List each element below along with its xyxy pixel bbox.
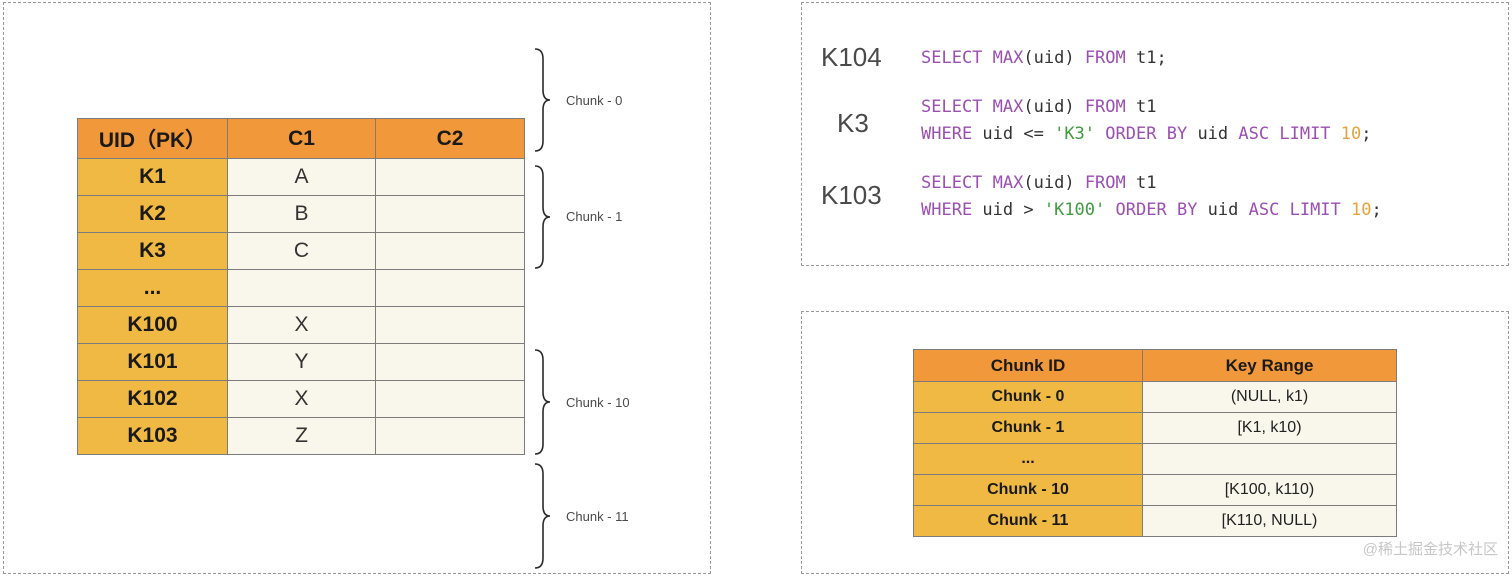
watermark: @稀土掘金技术社区 — [1362, 541, 1498, 558]
query-key-label: K3 — [837, 108, 869, 138]
c2-cell — [375, 306, 525, 344]
key-range-cell: (NULL, k1) — [1142, 381, 1397, 413]
table-row: K101 Y — [77, 343, 525, 381]
key-range-cell: [K100, k110) — [1142, 474, 1397, 506]
chunk-table: Chunk ID Key Range Chunk - 0 (NULL, k1) … — [913, 349, 1397, 537]
key-range-cell: [K110, NULL) — [1142, 505, 1397, 537]
c2-cell — [375, 232, 525, 270]
table-row: Chunk - 0 (NULL, k1) — [913, 381, 1397, 413]
uid-cell: K2 — [77, 195, 228, 233]
chunk-0-brace — [534, 48, 551, 152]
table-row: K3 C — [77, 232, 525, 270]
chunk-id-cell: Chunk - 0 — [913, 381, 1143, 413]
table-row: Chunk - 11 [K110, NULL) — [913, 505, 1397, 537]
chunk-table-header-row: Chunk ID Key Range — [913, 349, 1397, 382]
chunk-id-cell: Chunk - 10 — [913, 474, 1143, 506]
sql-line: SELECT MAX(uid) FROM t1 — [921, 173, 1157, 193]
query-key-label: K103 — [821, 180, 882, 210]
chunk-1-brace — [534, 165, 551, 269]
key-range-cell: [K1, k10) — [1142, 412, 1397, 444]
c1-cell: X — [227, 306, 376, 344]
uid-cell: K102 — [77, 380, 228, 418]
sql-line: SELECT MAX(uid) FROM t1 — [921, 97, 1157, 117]
header-chunk-id: Chunk ID — [913, 349, 1143, 382]
c2-cell — [375, 195, 525, 233]
chunk-id-cell: Chunk - 1 — [913, 412, 1143, 444]
chunk-0-label: Chunk - 0 — [566, 93, 623, 108]
chunk-11-label: Chunk - 11 — [566, 509, 629, 524]
c2-cell — [375, 343, 525, 381]
c2-cell — [375, 380, 525, 418]
c1-cell — [227, 269, 376, 307]
data-table-panel — [3, 2, 711, 574]
c1-cell: Y — [227, 343, 376, 381]
header-c2: C2 — [375, 118, 525, 159]
c1-cell: Z — [227, 417, 376, 455]
c2-cell — [375, 269, 525, 307]
c2-cell — [375, 417, 525, 455]
data-table-header-row: UID（PK） C1 C2 — [77, 118, 525, 159]
header-key-range: Key Range — [1142, 349, 1397, 382]
table-row: K103 Z — [77, 417, 525, 455]
table-row: K2 B — [77, 195, 525, 233]
chunk-11-brace — [534, 463, 551, 569]
table-row: K102 X — [77, 380, 525, 418]
header-uid: UID（PK） — [77, 118, 228, 159]
sql-line: WHERE uid > 'K100' ORDER BY uid ASC LIMI… — [921, 200, 1382, 220]
chunk-1-label: Chunk - 1 — [566, 209, 623, 224]
chunk-table-panel — [801, 311, 1509, 574]
table-row: ... — [913, 443, 1397, 475]
uid-cell: K1 — [77, 158, 228, 196]
sql-line: SELECT MAX(uid) FROM t1; — [921, 48, 1167, 68]
chunk-id-cell: ... — [913, 443, 1143, 475]
table-row: K1 A — [77, 158, 525, 196]
sql-panel — [801, 2, 1509, 266]
query-key-label: K104 — [821, 42, 882, 72]
uid-cell: K101 — [77, 343, 228, 381]
c1-cell: C — [227, 232, 376, 270]
c1-cell: B — [227, 195, 376, 233]
uid-cell: ... — [77, 269, 228, 307]
c2-cell — [375, 158, 525, 196]
chunk-10-brace — [534, 349, 551, 455]
header-c1: C1 — [227, 118, 376, 159]
c1-cell: X — [227, 380, 376, 418]
table-row: Chunk - 10 [K100, k110) — [913, 474, 1397, 506]
uid-cell: K3 — [77, 232, 228, 270]
sql-line: WHERE uid <= 'K3' ORDER BY uid ASC LIMIT… — [921, 124, 1372, 144]
chunk-id-cell: Chunk - 11 — [913, 505, 1143, 537]
table-row: ... — [77, 269, 525, 307]
table-row: K100 X — [77, 306, 525, 344]
data-table: UID（PK） C1 C2 K1 A K2 B K3 C ... K100 X — [77, 118, 525, 455]
c1-cell: A — [227, 158, 376, 196]
key-range-cell — [1142, 443, 1397, 475]
uid-cell: K103 — [77, 417, 228, 455]
uid-cell: K100 — [77, 306, 228, 344]
chunk-10-label: Chunk - 10 — [566, 395, 630, 410]
table-row: Chunk - 1 [K1, k10) — [913, 412, 1397, 444]
